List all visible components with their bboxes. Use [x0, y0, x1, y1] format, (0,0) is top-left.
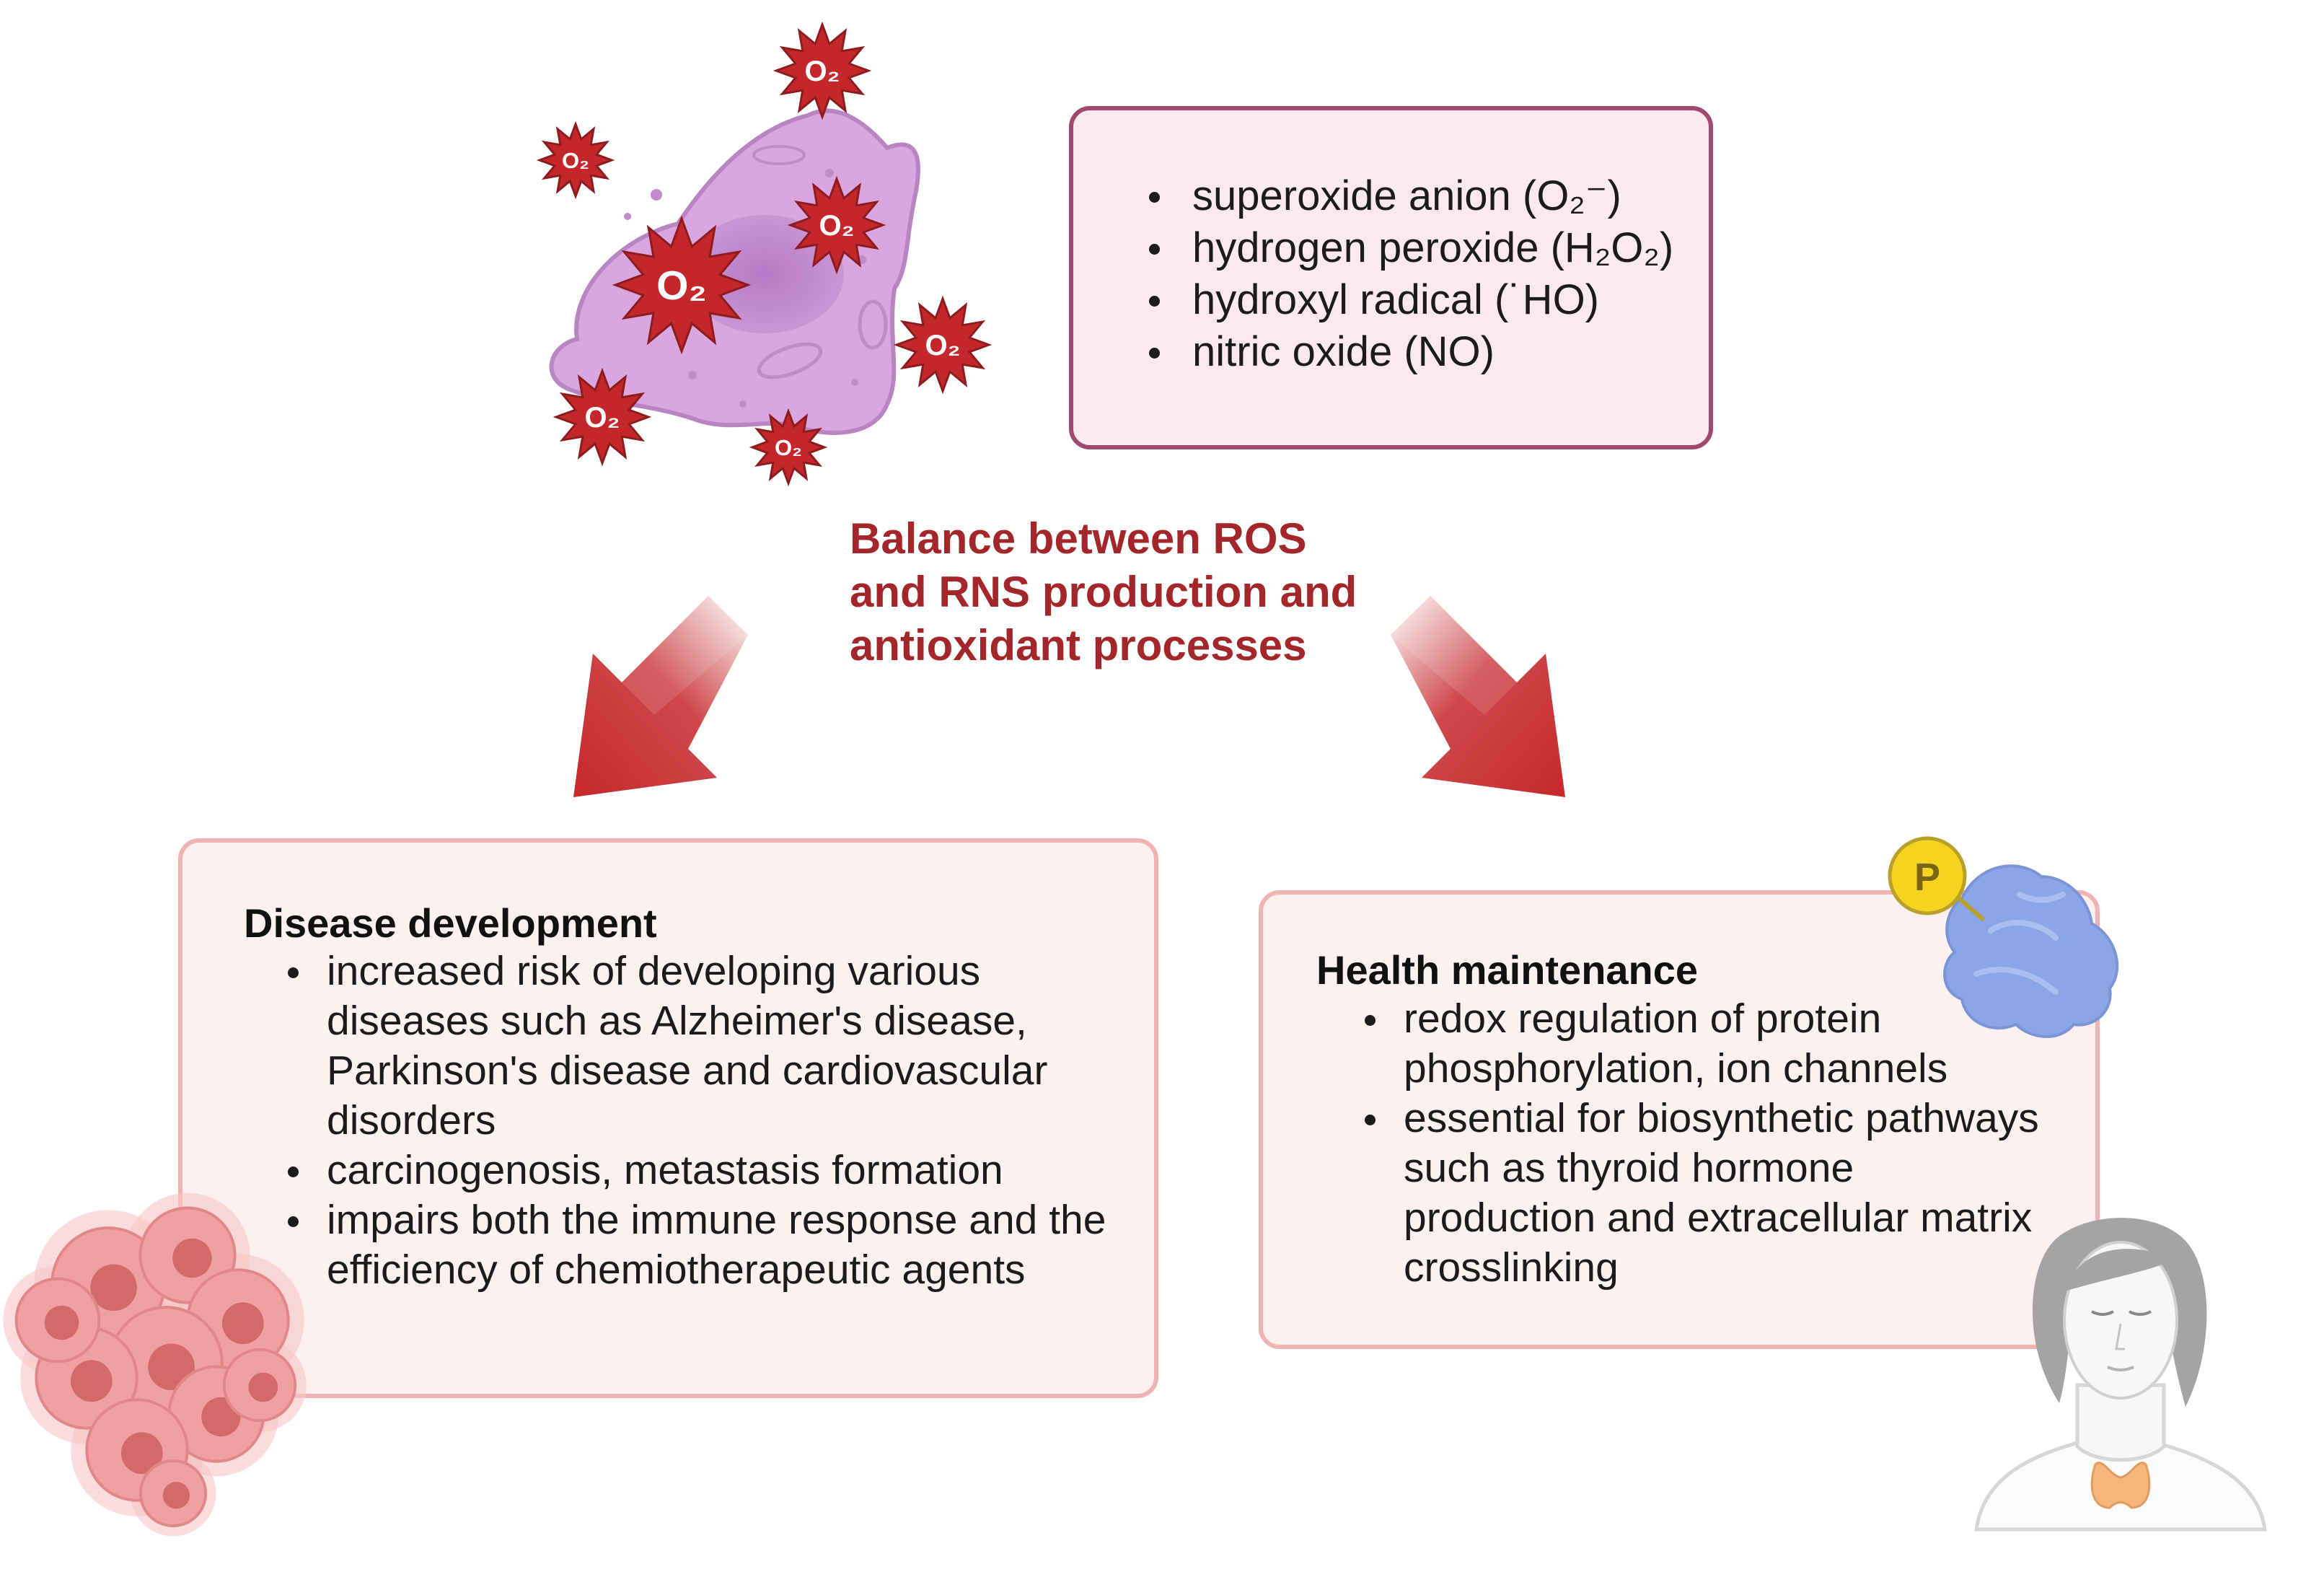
radical-label: O₂ [585, 402, 620, 434]
radical-label: O₂ [775, 435, 802, 460]
radical-label: O₂ [562, 148, 589, 173]
cancer-cells-icon [3, 1192, 307, 1537]
health-panel [1259, 890, 2100, 1349]
tumor-nucleus [221, 1302, 264, 1345]
tumor-nucleus [248, 1372, 278, 1402]
health-item: redox regulation of protein phosphorylat… [1319, 994, 2040, 1094]
species-item: nitric oxide (NO) [1143, 326, 1673, 378]
radical-label: O₂ [656, 263, 707, 309]
health-list: redox regulation of protein phosphorylat… [1319, 994, 2040, 1293]
tumor-nucleus [70, 1360, 113, 1402]
phosphate-label: P [1914, 856, 1940, 899]
down-right-arrow-icon [1391, 596, 1565, 797]
radical-burst-icon: O₂ [773, 21, 872, 120]
species-item: superoxide anion (O₂⁻) [1143, 170, 1673, 222]
balance-caption: Balance between ROS and RNS production a… [850, 512, 1398, 672]
phosphate-icon: P [1888, 836, 1967, 915]
radical-burst-icon: O₂ [749, 408, 828, 487]
disease-item: increased risk of developing various dis… [242, 946, 1129, 1146]
reactive-species-list: superoxide anion (O₂⁻) hydrogen peroxide… [1143, 170, 1673, 378]
disease-item: impairs both the immune response and the… [242, 1195, 1129, 1295]
health-item: essential for biosynthetic pathways such… [1319, 1094, 2040, 1293]
disease-item: carcinogenosis, metastasis formation [242, 1146, 1129, 1195]
species-item: hydroxyl radical (˙HO) [1143, 274, 1673, 326]
balance-line: Balance between ROS [850, 514, 1307, 563]
woman-thyroid-icon [1974, 1218, 2267, 1532]
reactive-species-box [1069, 106, 1713, 449]
radical-burst-icon: O₂ [553, 367, 652, 467]
protein-icon [1943, 864, 2119, 1038]
down-left-arrow-icon [573, 596, 748, 797]
disease-heading: Disease development [244, 900, 657, 946]
tumor-nucleus [44, 1305, 79, 1340]
phosphate-link [1953, 892, 1985, 922]
radical-burst-icon: O₂ [787, 175, 886, 275]
radical-burst-icon: O₂ [536, 120, 615, 200]
tumor-nucleus [120, 1432, 163, 1475]
balance-line: and RNS production and [850, 568, 1357, 616]
tumor-nucleus [90, 1264, 137, 1312]
balance-line: antioxidant processes [850, 621, 1307, 669]
radical-burst-icon: O₂ [893, 295, 992, 395]
disease-panel [178, 838, 1158, 1398]
disease-list: increased risk of developing various dis… [242, 946, 1129, 1295]
radical-burst-icon: O₂ [612, 215, 752, 355]
tumor-nucleus [162, 1482, 190, 1509]
radical-label: O₂ [819, 210, 855, 242]
radical-label: O₂ [925, 330, 961, 361]
species-item: hydrogen peroxide (H₂O₂) [1143, 222, 1673, 274]
tumor-nucleus [172, 1238, 212, 1278]
health-heading: Health maintenance [1316, 947, 1699, 993]
radical-burst-group: O₂ O₂ O₂ O₂ O₂ O₂ O₂ [536, 21, 992, 487]
radical-label: O₂ [805, 56, 840, 87]
